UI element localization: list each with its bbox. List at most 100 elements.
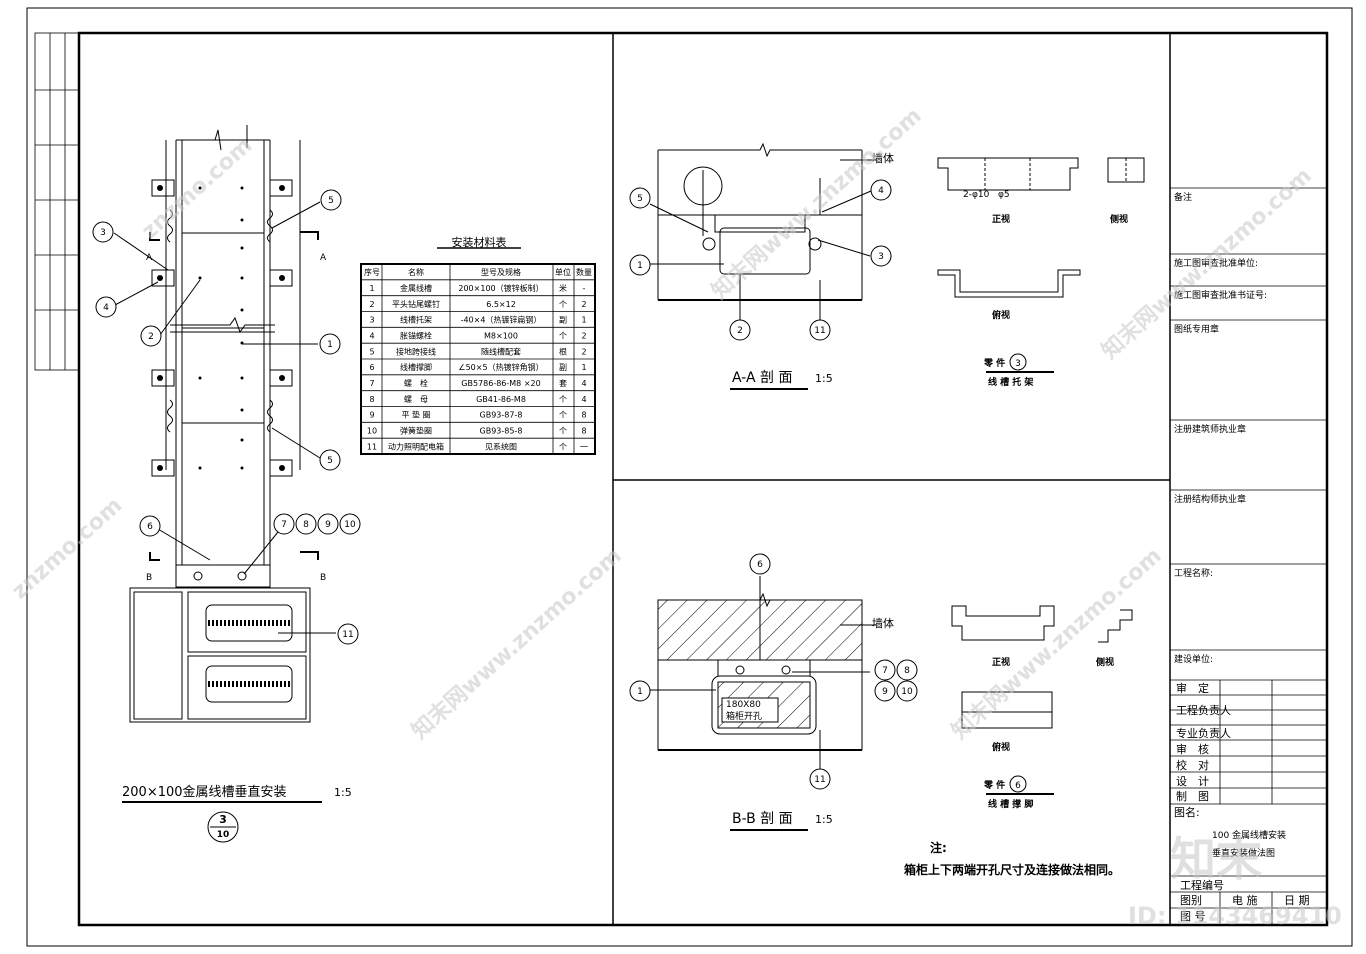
svg-text:4: 4: [878, 186, 884, 196]
bb-title: B-B 剖 面: [732, 811, 793, 827]
svg-text:制 图: 制 图: [1176, 790, 1209, 803]
part3-side-label: 侧视: [1110, 213, 1128, 225]
svg-text:工程负责人: 工程负责人: [1176, 703, 1231, 717]
left-callout-labels: 3 4 2 5 1 5 6 7 8 9 10 11: [100, 196, 356, 640]
part3-label: 零 件: [983, 357, 1005, 369]
table-cell: 8: [581, 426, 586, 435]
part6-label: 零 件: [983, 779, 1005, 791]
table-header: 数量: [576, 267, 592, 277]
svg-text:5: 5: [328, 196, 334, 206]
svg-text:电 施: 电 施: [1232, 894, 1258, 907]
svg-text:审 核: 审 核: [1176, 742, 1209, 756]
svg-text:3: 3: [878, 252, 884, 262]
table-cell: M8×100: [484, 331, 518, 340]
svg-text:工程编号: 工程编号: [1180, 878, 1224, 892]
part3-num: 3: [1015, 359, 1021, 369]
svg-text:审 定: 审 定: [1176, 681, 1209, 695]
aa-wall-label: 墙体: [872, 151, 894, 165]
svg-text:注册结构师执业章: 注册结构师执业章: [1174, 493, 1246, 505]
table-cell: 7: [369, 379, 374, 388]
table-cell: 5: [369, 347, 374, 356]
table-cell: 个: [559, 300, 567, 309]
svg-text:1: 1: [327, 340, 333, 350]
svg-text:6: 6: [147, 522, 153, 532]
watermark-id: ID: 1143469410: [1128, 902, 1342, 930]
table-cell: 线槽撑脚: [400, 362, 432, 372]
table-cell: 平头钻尾螺钉: [392, 299, 440, 309]
table-header: 序号: [364, 267, 380, 277]
svg-text:2: 2: [148, 332, 154, 342]
materials-table-title: 安装材料表: [452, 235, 507, 249]
left-ref-top: 3: [219, 813, 227, 826]
table-cell: -40×4（热镀锌扁钢）: [461, 315, 542, 325]
watermark: znzmo.com znzmo.com 知末网www.znzmo.com 知末网…: [7, 103, 1342, 930]
table-cell: 8: [369, 395, 374, 404]
part3-hole-note2: φ5: [998, 190, 1010, 200]
table-cell: 10: [367, 426, 377, 435]
svg-text:建设单位:: 建设单位:: [1174, 653, 1213, 665]
svg-text:8: 8: [303, 520, 309, 530]
svg-text:图纸专用章: 图纸专用章: [1174, 323, 1219, 335]
left-view-title: 200×100金属线槽垂直安装: [122, 784, 287, 800]
table-cell: 米: [559, 283, 567, 293]
table-cell: 2: [581, 300, 586, 309]
table-cell: 螺 栓: [404, 378, 428, 388]
table-cell: 金属线槽: [400, 283, 432, 293]
margin-strip: [34, 32, 80, 371]
svg-text:知末网www.znzmo.com: 知末网www.znzmo.com: [947, 543, 1167, 745]
table-cell: 随线槽配套: [481, 346, 521, 356]
part3-top-label: 俯视: [992, 309, 1010, 321]
aa-callout-labels: 5 1 2 11 4 3: [637, 186, 884, 336]
part6-drawings: [951, 605, 1133, 795]
table-cell: 平 垫 圈: [401, 410, 430, 420]
bb-callout-circles: [629, 553, 918, 790]
table-cell: 动力照明配电箱: [388, 441, 444, 451]
table-cell: 11: [367, 442, 377, 451]
table-cell: 8: [581, 411, 586, 420]
table-cell: 200×100（镀锌板制）: [458, 283, 543, 293]
aa-scale: 1:5: [815, 372, 833, 385]
inner-frame: [77, 31, 1329, 927]
table-cell: 副: [559, 363, 567, 372]
outer-frame: [26, 7, 1353, 947]
table-cell: 4: [581, 379, 586, 388]
table-cell: 螺 母: [404, 394, 428, 404]
table-cell: 3: [369, 316, 374, 325]
table-cell: GB5786-86-M8 ×20: [461, 379, 540, 388]
bb-callout-labels: 6 1 11 7 8 9 10: [637, 560, 913, 785]
table-header: 名称: [408, 267, 424, 277]
table-cell: 见系统图: [485, 441, 517, 451]
table-cell: 个: [559, 395, 567, 404]
table-cell: 个: [559, 331, 567, 340]
svg-text:校 对: 校 对: [1176, 758, 1209, 772]
table-cell: 副: [559, 316, 567, 325]
svg-text:施工图审查批准单位:: 施工图审查批准单位:: [1174, 257, 1258, 269]
part6-num: 6: [1015, 781, 1021, 791]
table-header: 型号及规格: [481, 267, 521, 277]
table-cell: -: [583, 284, 586, 293]
svg-text:znzmo.com: znzmo.com: [137, 133, 257, 244]
part6-side-label: 侧视: [1096, 656, 1114, 668]
table-header: 单位: [555, 267, 571, 277]
svg-text:10: 10: [344, 520, 356, 530]
title-block-lines: [1170, 187, 1327, 925]
svg-text:1: 1: [637, 687, 643, 697]
svg-text:10: 10: [901, 687, 913, 697]
svg-text:设 计: 设 计: [1176, 775, 1209, 788]
svg-text:znzmo.com: znzmo.com: [7, 493, 127, 604]
table-cell: 2: [581, 331, 586, 340]
table-cell: 个: [559, 442, 567, 451]
bb-scale: 1:5: [815, 813, 833, 826]
svg-text:11: 11: [814, 775, 825, 785]
table-cell: 4: [581, 395, 586, 404]
svg-text:2: 2: [737, 326, 743, 336]
svg-text:图别: 图别: [1180, 894, 1202, 907]
section-aa-drawing: [649, 142, 876, 390]
note-head: 注:: [930, 840, 947, 855]
part3-name: 线 槽 托 架: [988, 376, 1033, 388]
svg-text:9: 9: [882, 687, 888, 697]
svg-text:5: 5: [327, 456, 333, 466]
section-b-left: B: [146, 573, 152, 583]
table-cell: 一: [580, 442, 588, 451]
